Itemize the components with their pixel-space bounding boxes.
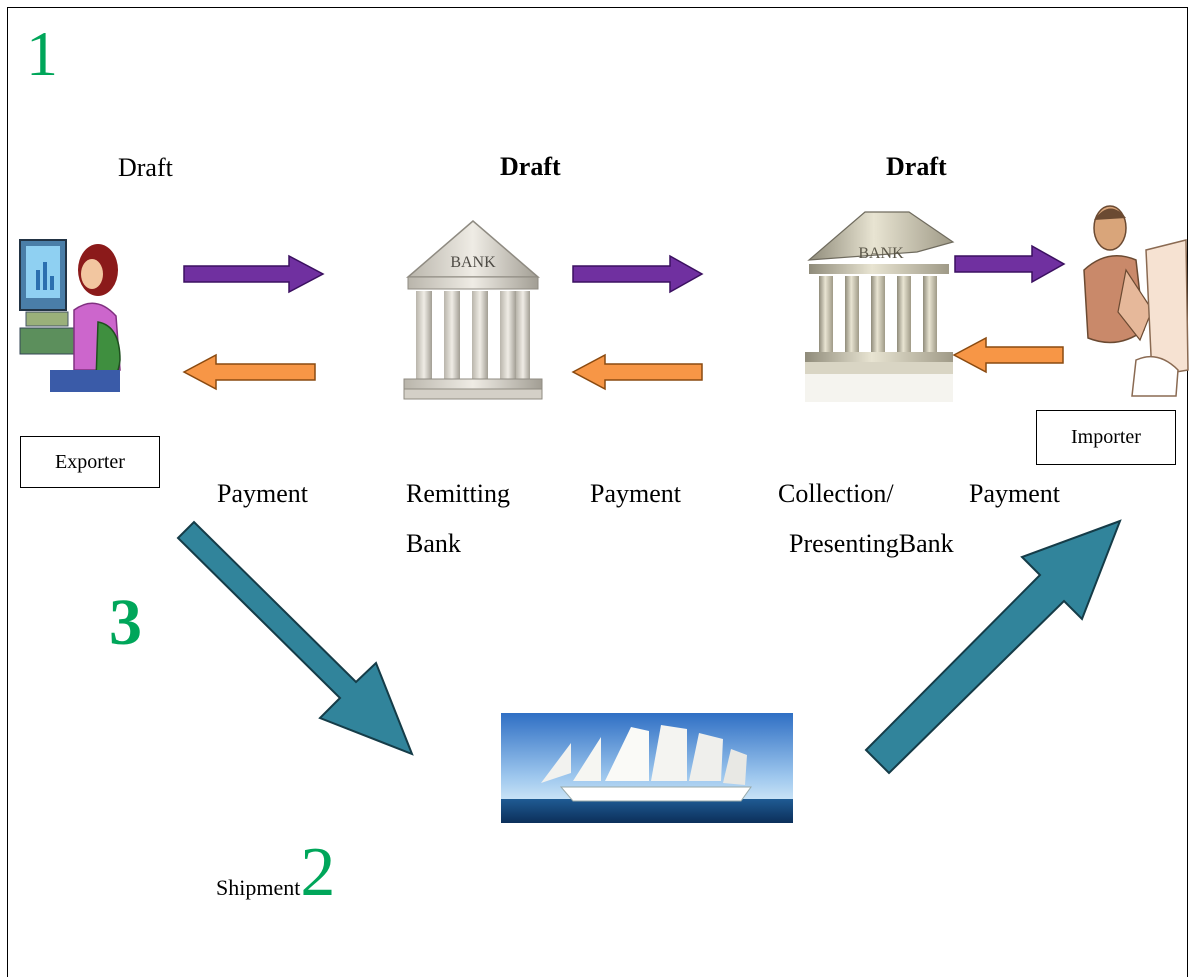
exporter-label: Exporter (55, 450, 125, 473)
draft-label-collecting: Draft (886, 152, 947, 181)
draft-label-exporter: Draft (118, 153, 173, 182)
payment-arrow (182, 353, 316, 391)
man-at-desk-icon (1083, 205, 1189, 397)
shipment-arrow-down (176, 520, 414, 756)
payment-label-1: Payment (217, 479, 308, 508)
collection-bank-label-line1: Collection/ (778, 479, 894, 508)
draft-label-remitting: Draft (500, 152, 561, 181)
importer-box: Importer (1036, 410, 1176, 465)
shipment-label: Shipment2 (216, 838, 335, 908)
payment-label-3: Payment (969, 479, 1060, 508)
diagram-frame (7, 7, 1188, 977)
draft-arrow (572, 254, 704, 294)
bank-building-icon: BANK (403, 220, 543, 400)
payment-label-2: Payment (590, 479, 681, 508)
draft-arrow (183, 254, 325, 294)
payment-arrow (952, 336, 1064, 374)
remitting-bank-label-line2: Bank (406, 529, 461, 558)
draft-arrow (954, 244, 1066, 284)
remitting-bank-label-line1: Remitting (406, 479, 510, 508)
woman-at-computer-icon (19, 239, 121, 392)
shipment-arrow-up (864, 519, 1122, 775)
bank-building-icon: BANK (805, 211, 955, 402)
shipment-text: Shipment (216, 875, 301, 900)
svg-text:BANK: BANK (450, 254, 496, 271)
step-number-1: 1 (26, 18, 58, 89)
collection-bank-label-line2: PresentingBank (789, 529, 954, 558)
exporter-box: Exporter (20, 436, 160, 488)
importer-label: Importer (1071, 426, 1141, 448)
step-number-3: 3 (109, 586, 142, 659)
svg-text:BANK: BANK (858, 245, 904, 262)
payment-arrow (571, 353, 703, 391)
sailing-ship-photo (501, 713, 793, 823)
step-number-2: 2 (300, 834, 336, 911)
